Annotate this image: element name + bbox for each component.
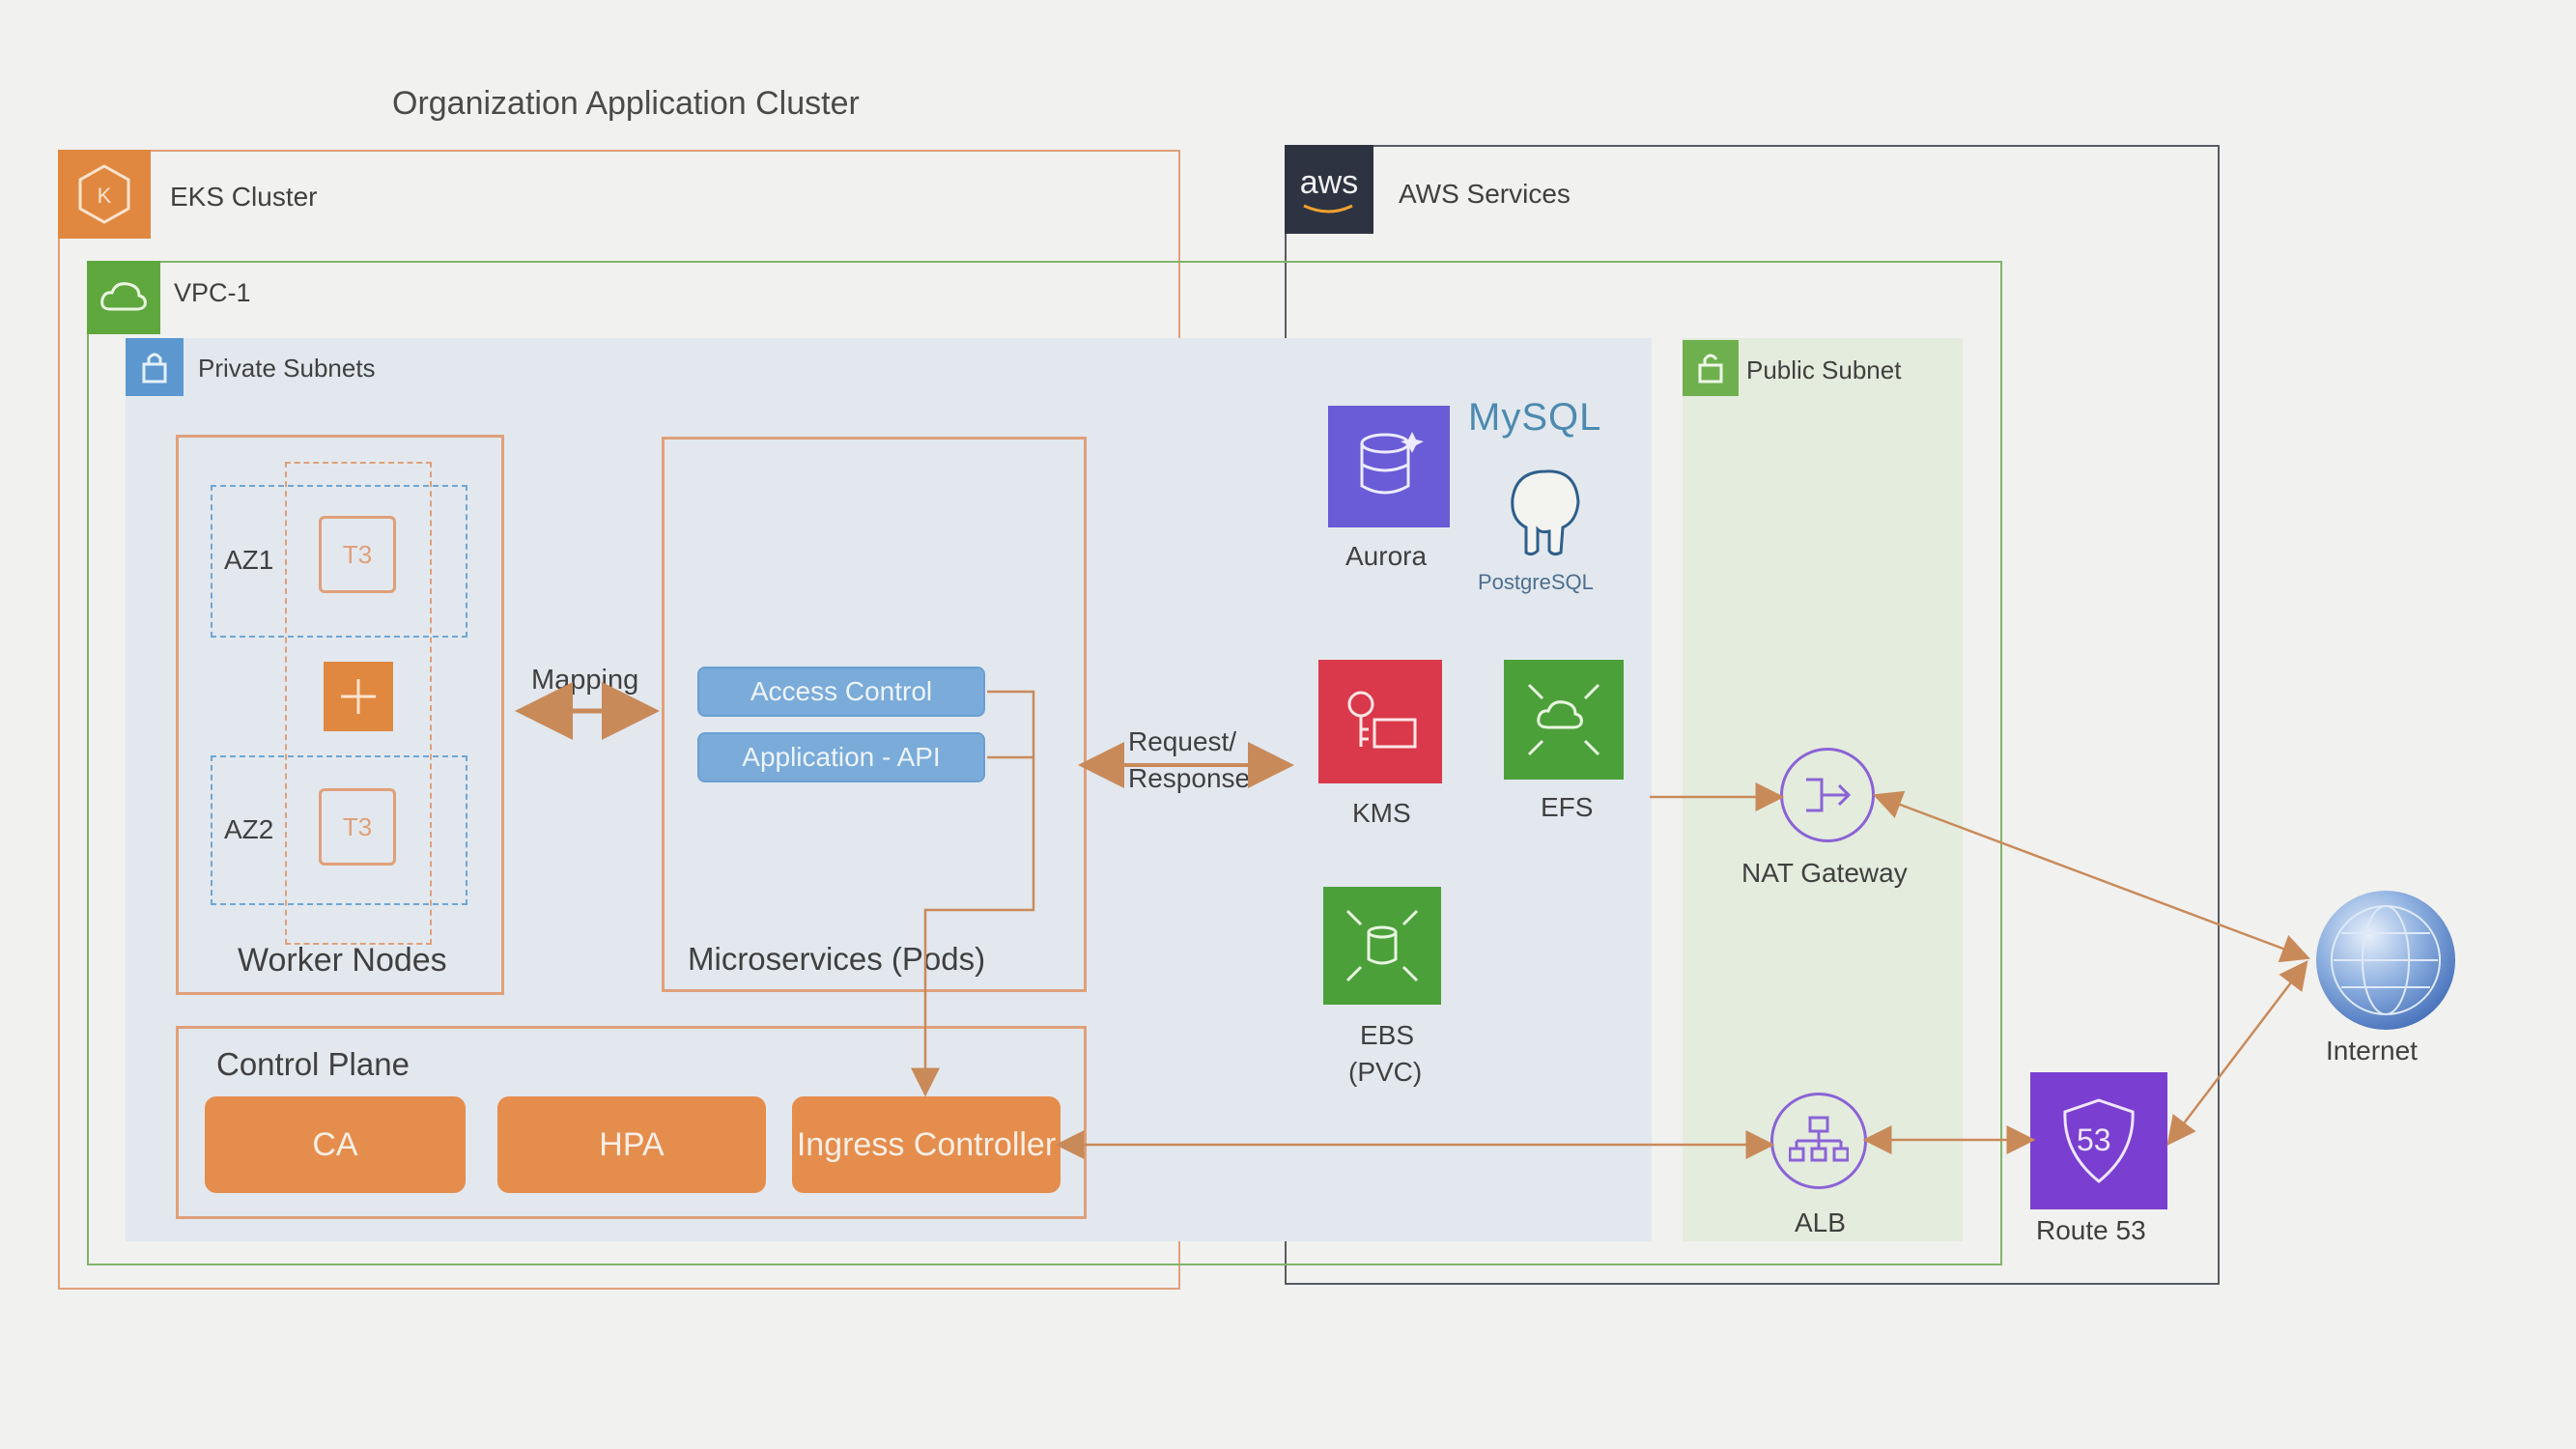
microservices-label: Microservices (Pods)	[688, 941, 986, 977]
application-api-pill: Application - API	[697, 732, 985, 782]
ebs-pvc-label: (PVC)	[1348, 1057, 1423, 1087]
aurora-label: Aurora	[1345, 541, 1428, 571]
access-control-pill: Access Control	[697, 667, 985, 717]
kms-label: KMS	[1352, 798, 1411, 828]
node-group-dashed	[285, 462, 432, 945]
autoscaling-icon	[324, 662, 393, 731]
az2-box	[211, 755, 467, 905]
alb-label: ALB	[1795, 1208, 1846, 1237]
az1-label: AZ1	[224, 545, 274, 575]
eks-label: EKS Cluster	[170, 182, 318, 212]
ca-pill: CA	[205, 1096, 466, 1193]
nat-gateway-label: NAT Gateway	[1741, 858, 1908, 888]
private-subnets-label: Private Subnets	[198, 354, 376, 383]
aurora-icon	[1328, 406, 1450, 527]
t3-chip-icon-az2: T3	[319, 788, 396, 866]
public-subnet-lock-icon	[1683, 340, 1739, 396]
microservices-box	[662, 437, 1087, 992]
efs-icon	[1504, 660, 1624, 780]
worker-nodes-box	[176, 435, 504, 995]
route53-badge: 53	[2077, 1122, 2111, 1157]
svg-text:K: K	[98, 184, 112, 208]
aws-logo-icon: aws	[1285, 145, 1373, 234]
vpc-cloud-icon	[87, 261, 160, 334]
mysql-logo: MySQL	[1468, 396, 1602, 439]
internet-globe-icon	[2316, 891, 2455, 1030]
vpc-frame	[87, 261, 2002, 1265]
mapping-label: Mapping	[531, 665, 639, 696]
control-plane-box	[176, 1026, 1087, 1219]
internet-label: Internet	[2326, 1036, 2418, 1065]
hpa-pill: HPA	[497, 1096, 766, 1193]
diagram-title: Organization Application Cluster	[392, 85, 860, 122]
postgresql-label: PostgreSQL	[1478, 570, 1594, 594]
alb-icon	[1770, 1093, 1867, 1189]
private-subnet-lock-icon	[126, 338, 184, 396]
ebs-label: EBS	[1360, 1020, 1415, 1050]
az2-label: AZ2	[224, 814, 274, 844]
aws-services-label: AWS Services	[1399, 179, 1571, 209]
route53-label: Route 53	[2036, 1215, 2146, 1245]
nat-gateway-icon	[1780, 748, 1875, 842]
eks-icon: K	[58, 150, 151, 239]
efs-label: EFS	[1541, 792, 1594, 822]
ebs-icon	[1323, 887, 1441, 1005]
postgresql-elephant-icon	[1499, 464, 1592, 560]
kms-icon	[1318, 660, 1442, 783]
worker-nodes-label: Worker Nodes	[238, 942, 447, 979]
request-label: Request/	[1128, 726, 1237, 756]
control-plane-label: Control Plane	[216, 1046, 410, 1082]
t3-chip-icon-az1: T3	[319, 516, 396, 593]
az1-box	[211, 485, 467, 638]
ingress-controller-pill: Ingress Controller	[792, 1096, 1061, 1193]
public-subnet-label: Public Subnet	[1746, 355, 1902, 384]
route53-icon: 53	[2030, 1072, 2167, 1209]
response-label: Response	[1128, 763, 1251, 793]
vpc-label: VPC-1	[174, 278, 251, 307]
